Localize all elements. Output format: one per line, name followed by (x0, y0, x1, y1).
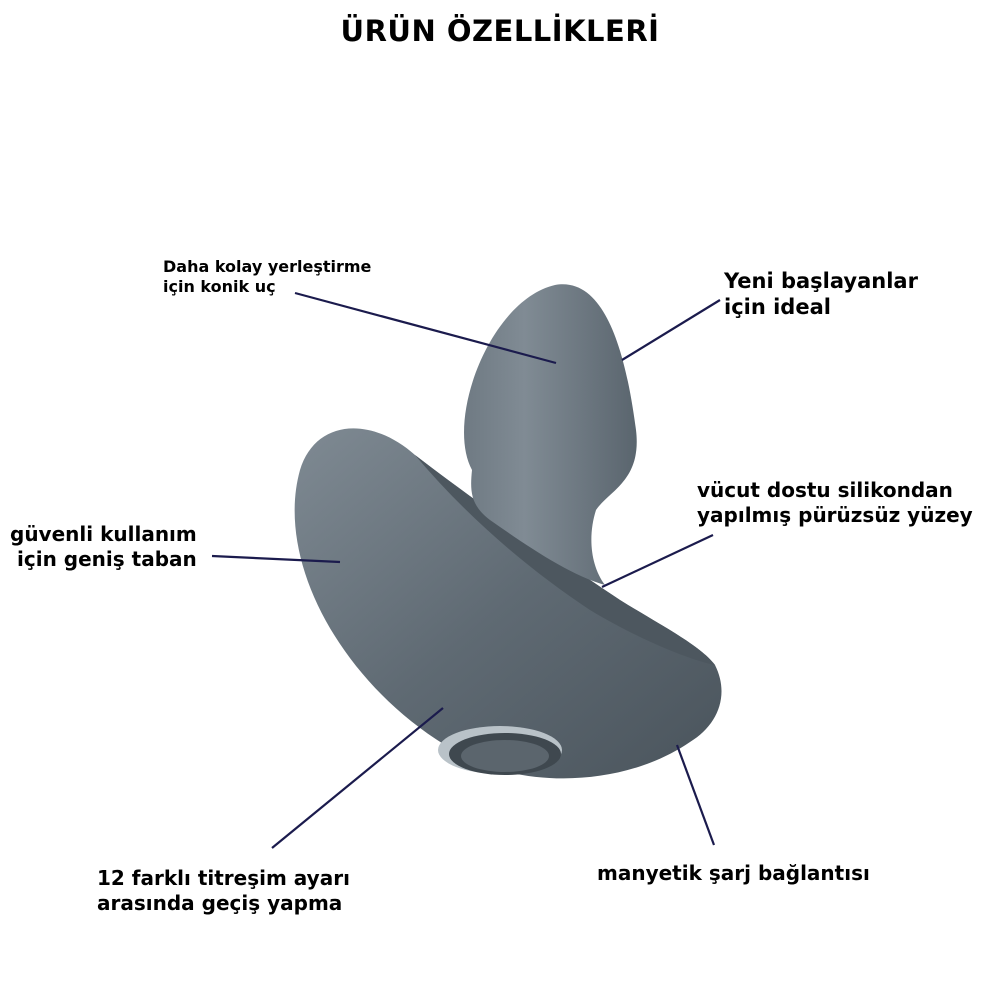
page-title: ÜRÜN ÖZELLİKLERİ (340, 14, 660, 48)
leader-line-charging (675, 744, 716, 846)
feature-text: için geniş taban (17, 547, 197, 571)
feature-text: Daha kolay yerleştirme (163, 257, 372, 276)
feature-text: için konik uç (163, 277, 276, 296)
control-button (438, 726, 562, 775)
leader-line-modes (271, 707, 444, 849)
leader-lines (211, 291, 721, 849)
feature-text: güvenli kullanım (10, 522, 197, 546)
feature-label-tip: Daha kolay yerleştirme için konik uç (163, 257, 371, 297)
product-body (294, 284, 722, 779)
leader-line-beginner (621, 299, 721, 361)
leader-line-base (211, 554, 341, 564)
feature-label-beginner: Yeni başlayanlar için ideal (724, 268, 918, 321)
feature-text: manyetik şarj bağlantısı (597, 861, 870, 885)
feature-text: Yeni başlayanlar (724, 269, 918, 293)
feature-text: vücut dostu silikondan (697, 478, 953, 502)
feature-label-surface: vücut dostu silikondan yapılmış pürüzsüz… (697, 478, 973, 528)
feature-label-modes: 12 farklı titreşim ayarı arasında geçiş … (97, 866, 350, 916)
feature-label-charging: manyetik şarj bağlantısı (597, 861, 870, 886)
leader-line-tip (294, 291, 557, 365)
leader-line-surface (601, 534, 714, 588)
feature-text: 12 farklı titreşim ayarı (97, 866, 350, 890)
feature-text: için ideal (724, 295, 831, 320)
feature-text: yapılmış pürüzsüz yüzey (697, 503, 973, 527)
feature-text: arasında geçiş yapma (97, 891, 343, 915)
feature-label-base: güvenli kullanım için geniş taban (10, 522, 197, 572)
